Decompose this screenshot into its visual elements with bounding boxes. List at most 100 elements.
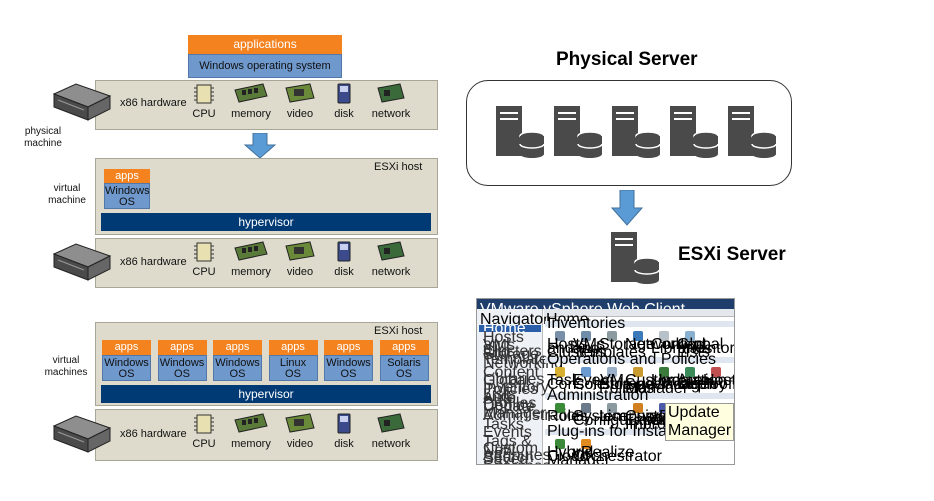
hardware-component-label: network [371,266,411,278]
nav-item[interactable]: New Search [483,441,534,465]
vm-apps-layer: apps [157,340,207,355]
disk-drive-icon [319,240,369,264]
hardware-component: memory [226,412,276,450]
hardware-component: CPU [179,82,229,120]
hardware-component: disk [319,412,369,450]
hardware-component-label: network [371,108,411,120]
hypervisor-layer: hypervisor [101,385,431,403]
vm-apps-layer: apps [324,340,373,355]
tile-icon[interactable] [555,331,565,341]
physical-server-title: Physical Server [556,49,698,70]
hypervisor-layer: hypervisor [101,213,431,231]
tile-icon[interactable] [607,403,617,413]
windows-os-layer: Windows operating system [188,54,342,78]
tile-icon[interactable] [607,367,617,377]
hardware-component-label: CPU [192,108,216,120]
hardware-component-label: disk [334,438,354,450]
cpu-chip-icon [179,412,229,436]
vm-os-layer: Linux OS [268,355,318,381]
hardware-component: video [275,412,325,450]
tile-icon[interactable] [633,367,643,377]
tile-icon[interactable] [581,331,591,341]
virtual-machine-label: virtual machine [48,183,86,206]
section-header: Administration [545,388,734,404]
tile-icon[interactable] [555,367,565,377]
tile-icon[interactable] [685,367,695,377]
applications-layer: applications [188,35,342,54]
hardware-component-label: video [286,438,314,450]
hardware-component-label: memory [231,438,271,450]
nav-item[interactable]: Saved Searches [483,450,551,465]
tile-label: vRealize Orchestrator [573,444,662,465]
hardware-component: network [366,82,416,120]
hardware-component-label: memory [231,108,271,120]
hardware-component-label: memory [231,266,271,278]
down-arrow-icon [610,189,644,231]
server-icon [494,104,546,165]
video-card-icon [275,412,325,436]
tile-icon[interactable] [685,331,695,341]
tile-label: Update Manager [651,372,715,393]
hardware-component: CPU [179,240,229,278]
esxi-host-label: ESXi host [374,161,423,173]
tile-icon[interactable] [555,403,565,413]
server-box-icon [50,82,112,129]
physical-machine-label: physical machine [24,126,62,149]
network-card-icon [366,240,416,264]
tile-icon[interactable] [581,403,591,413]
vm-apps-layer: apps [379,340,429,355]
cpu-chip-icon [179,240,229,264]
tile-icon[interactable] [633,403,643,413]
hardware-component-label: video [286,108,314,120]
hardware-component: video [275,82,325,120]
tab-strip [544,309,734,317]
navigator-pane [477,309,543,464]
memory-module-icon [226,412,276,436]
cpu-chip-icon [179,82,229,106]
memory-module-icon [226,240,276,264]
hardware-component: network [366,240,416,278]
vsphere-web-client-screenshot: VMware vSphere Web Client Navigator Home… [476,298,735,465]
vm-os-layer: Windows OS [324,355,373,381]
tile-icon[interactable] [633,331,643,341]
tile-icon[interactable] [659,403,669,413]
tile-label: Auto Deploy [677,372,727,393]
section-header: Inventories [545,316,734,332]
tile-icon[interactable] [581,367,591,377]
esxi-server-title: ESXi Server [678,244,786,265]
title-bar [477,299,734,309]
hardware-component-label: disk [334,266,354,278]
tile-icon[interactable] [581,439,591,449]
hardware-component: CPU [179,412,229,450]
vm-apps-layer: apps [104,169,150,183]
hardware-component-label: video [286,266,314,278]
hardware-component: disk [319,240,369,278]
tile-icon[interactable] [659,367,669,377]
network-card-icon [366,412,416,436]
esxi-host-label: ESXi host [374,325,423,337]
disk-drive-icon [319,82,369,106]
vm-apps-layer: apps [102,340,151,355]
tooltip: Update Manager [665,403,734,441]
esxi-server-icon [609,230,661,291]
navigator-header: Navigator [480,311,549,328]
server-box-icon [50,242,112,289]
vm-os-layer: Windows OS [213,355,262,381]
hardware-component-label: disk [334,108,354,120]
tile-icon[interactable] [607,331,617,341]
server-icon [726,104,778,165]
disk-drive-icon [319,412,369,436]
hardware-component: disk [319,82,369,120]
hardware-component-label: network [371,438,411,450]
x86-hardware-label: x86 hardware [120,256,187,268]
tile-label: Hybrid Cloud Manager [547,444,611,465]
vm-os-layer: Windows OS [157,355,207,381]
down-arrow-icon [243,132,277,164]
tile-icon[interactable] [659,331,669,341]
server-icon [668,104,720,165]
virtual-machines-label: virtual machines [44,355,88,378]
tile-icon[interactable] [555,439,565,449]
vm-os-layer: Windows OS [104,183,150,209]
video-card-icon [275,82,325,106]
tile-icon[interactable] [711,367,721,377]
